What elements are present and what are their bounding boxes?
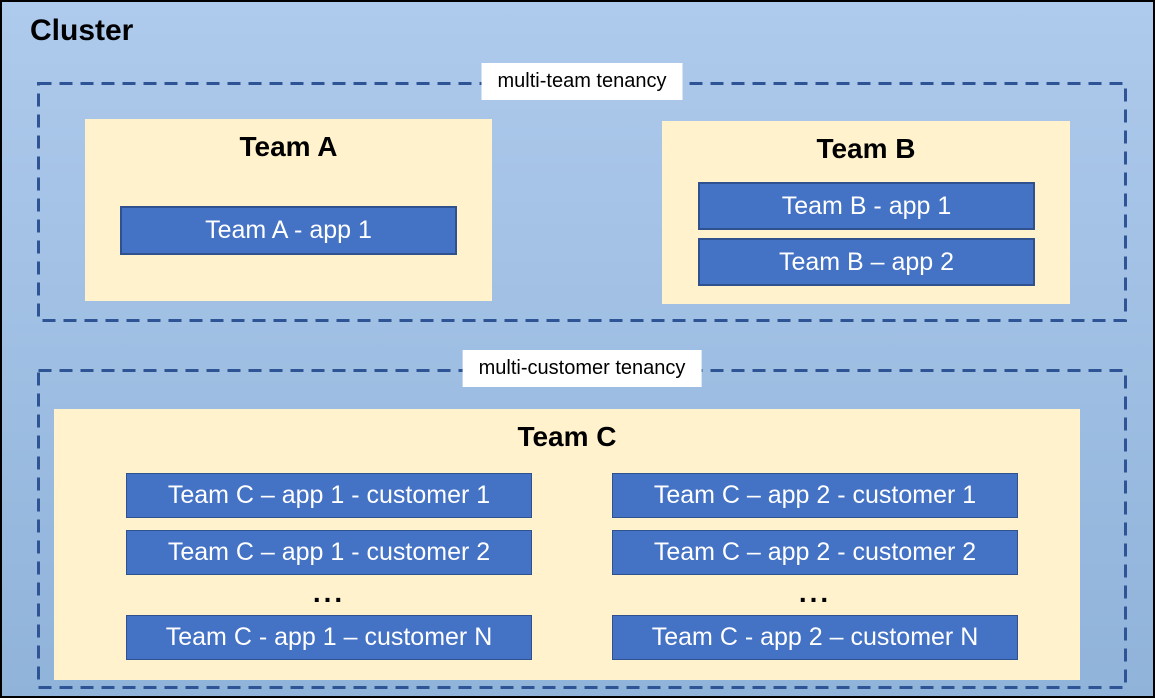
team-c-app2-customer-1: Team C – app 2 - customer 1 — [612, 473, 1018, 518]
team-c-app2-ellipsis: ... — [798, 577, 832, 608]
team-c-box: Team C Team C – app 1 - customer 1 Team … — [54, 409, 1080, 680]
multi-customer-tenancy-label: multi-customer tenancy — [462, 350, 702, 387]
team-c-app1-customer-1: Team C – app 1 - customer 1 — [126, 473, 532, 518]
team-c-app2-customer-n: Team C - app 2 – customer N — [612, 615, 1018, 660]
team-c-title: Team C — [517, 421, 617, 452]
team-b-box: Team B Team B - app 1 Team B – app 2 — [662, 121, 1070, 304]
team-c-app2-column: Team C – app 2 - customer 1 Team C – app… — [612, 409, 1018, 680]
team-b-app-2: Team B – app 2 — [698, 238, 1035, 286]
team-b-app-1: Team B - app 1 — [698, 182, 1035, 230]
multi-team-tenancy-label: multi-team tenancy — [481, 63, 683, 100]
team-c-app2-customer-2: Team C – app 2 - customer 2 — [612, 530, 1018, 575]
team-c-app1-ellipsis: ... — [312, 577, 346, 608]
team-c-app1-customer-n: Team C - app 1 – customer N — [126, 615, 532, 660]
cluster-title: Cluster — [30, 14, 134, 47]
team-a-box: Team A Team A - app 1 — [85, 119, 492, 301]
multi-customer-tenancy-region: multi-customer tenancy Team C Team C – a… — [37, 350, 1127, 689]
multi-team-dashed-border — [37, 82, 1127, 322]
team-a-app-1: Team A - app 1 — [120, 206, 457, 255]
multi-team-tenancy-region: multi-team tenancy Team A Team A - app 1… — [37, 63, 1127, 322]
team-a-title: Team A — [239, 131, 338, 162]
team-c-app1-column: Team C – app 1 - customer 1 Team C – app… — [126, 409, 532, 680]
team-c-app1-customer-2: Team C – app 1 - customer 2 — [126, 530, 532, 575]
team-b-title: Team B — [816, 133, 916, 164]
multi-customer-dashed-border — [37, 369, 1127, 689]
